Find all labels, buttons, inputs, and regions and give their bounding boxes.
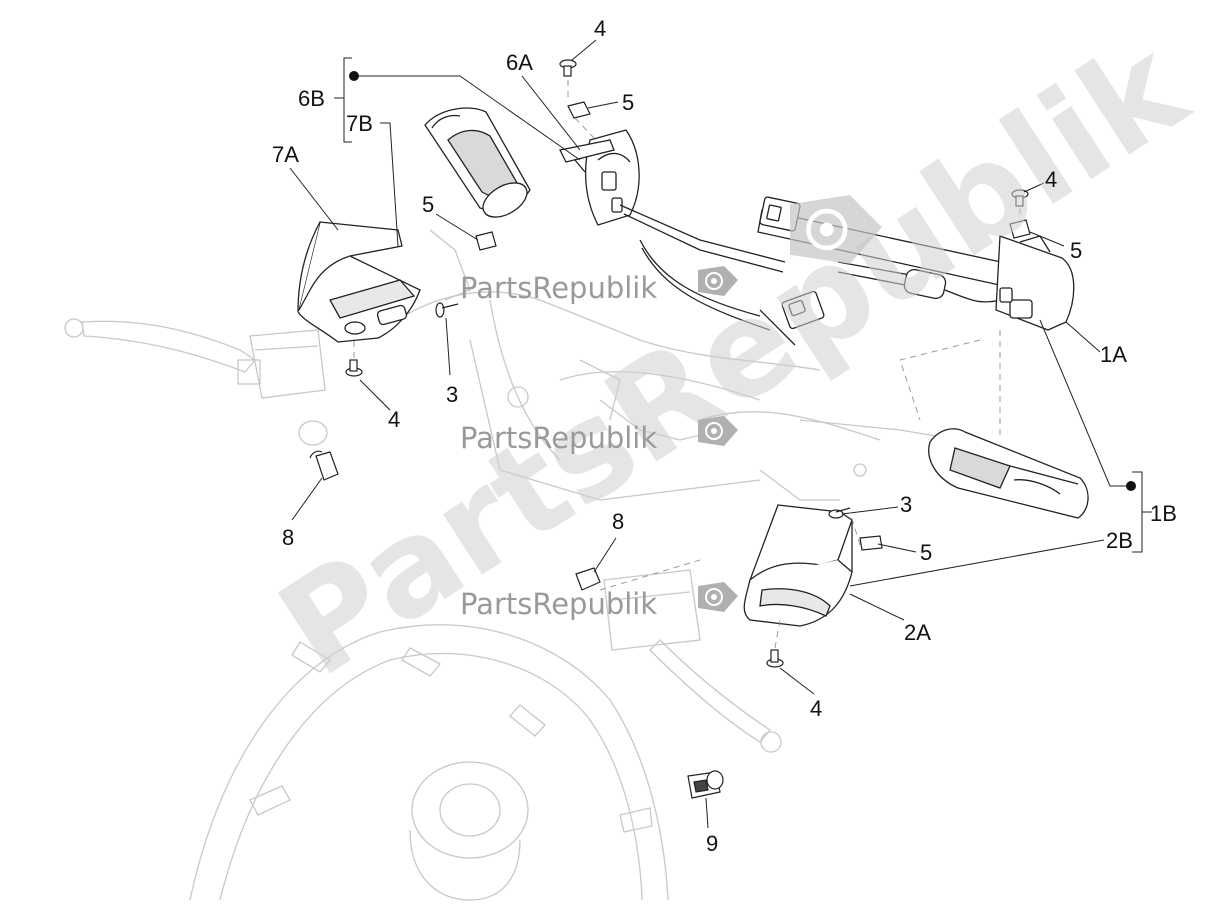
callout-4-right: 4 [1045, 167, 1057, 192]
callout-7a: 7A [272, 142, 299, 167]
callout-9: 9 [706, 831, 718, 856]
screw-3-left [435, 302, 459, 318]
left-brake-lever-ghost [64, 318, 328, 446]
gear-flag-icon [698, 582, 738, 612]
clip-5-bottom [859, 535, 883, 551]
callout-8-center: 8 [612, 509, 624, 534]
clip-5-right [1009, 219, 1031, 239]
clip-5-top [567, 101, 591, 119]
bullet-6b [349, 71, 359, 81]
gear-flag-icon [698, 416, 738, 446]
callout-5-right: 5 [1070, 238, 1082, 263]
gear-flag-icon [790, 195, 882, 264]
callout-6b: 6B [298, 86, 325, 111]
watermark-group: PartsRepublik PartsRepublik PartsRepubli… [254, 9, 1205, 707]
screw-4-left [345, 359, 363, 377]
bullet-1b [1126, 481, 1136, 491]
right-cover-2a [743, 504, 853, 627]
callout-4-top: 4 [594, 16, 606, 41]
connector-9 [687, 770, 724, 799]
callout-1a: 1A [1100, 342, 1127, 367]
watermark-label-top: PartsRepublik [460, 271, 657, 305]
callout-4-bottom: 4 [810, 696, 822, 721]
gear-flag-icon [698, 266, 738, 296]
scooter-frame-ghost [189, 229, 961, 901]
left-handlebar-grip [424, 107, 531, 218]
watermark-label-middle: PartsRepublik [460, 421, 657, 455]
bulb-8-left [309, 450, 339, 481]
right-brake-lever-ghost [603, 569, 782, 753]
clip-5-left [475, 231, 497, 251]
callout-5-left: 5 [422, 192, 434, 217]
dashed-guide-lines [353, 80, 1021, 649]
callout-3-left: 3 [446, 382, 458, 407]
callout-6a: 6A [506, 50, 533, 75]
callout-5-bottom: 5 [920, 540, 932, 565]
leader-lines [289, 39, 1152, 829]
callout-7b: 7B [346, 111, 373, 136]
screw-4-bottom [766, 649, 784, 668]
callout-labels: 4 6A 5 6B 7B 7A 5 3 4 8 4 5 1A 1B 3 2B 5… [272, 16, 1177, 856]
left-switch-assembly-6a [559, 129, 825, 346]
left-cover-7a [297, 221, 421, 343]
watermark-label-bottom: PartsRepublik [460, 587, 657, 621]
callout-1b: 1B [1150, 501, 1177, 526]
callout-8-left: 8 [282, 525, 294, 550]
bulb-8-center [575, 567, 601, 591]
callout-5-top: 5 [622, 90, 634, 115]
callout-3-right: 3 [900, 492, 912, 517]
right-handlebar-grip [928, 428, 1089, 519]
screw-4-top [559, 59, 577, 77]
callout-4-left: 4 [388, 407, 400, 432]
callout-2a: 2A [904, 620, 931, 645]
callout-2b: 2B [1106, 528, 1133, 553]
